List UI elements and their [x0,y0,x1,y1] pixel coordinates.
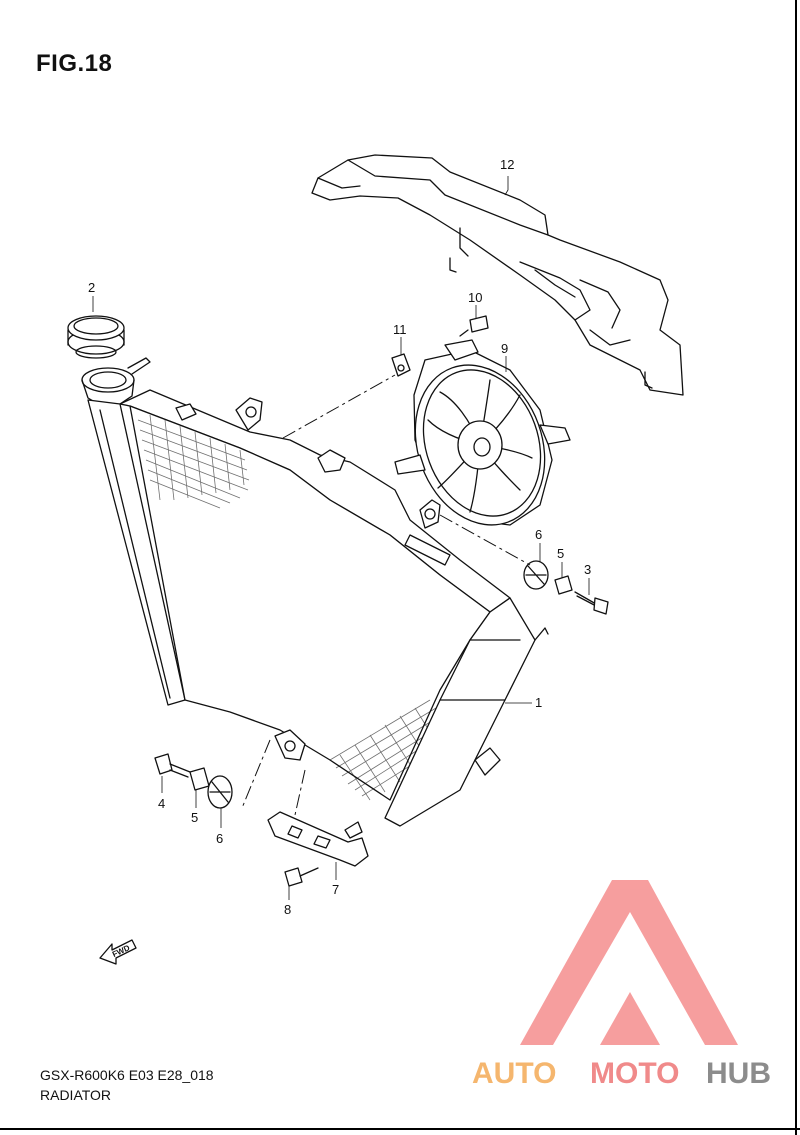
figure-title: FIG.18 [36,50,113,77]
bolt-3 [574,591,609,615]
radiator-core [87,389,549,827]
callout-5-upper: 5 [557,546,564,561]
callout-1: 1 [535,695,542,710]
callout-11: 11 [393,322,407,337]
callout-6-upper: 6 [535,527,542,542]
callout-5-lower: 5 [191,810,198,825]
radiator-cap [67,315,125,359]
watermark-moto: MOTO [590,1057,679,1090]
callout-9: 9 [501,341,508,356]
leader-lines [92,176,590,900]
callout-10: 10 [468,290,482,305]
cooling-fan [394,339,571,526]
callout-12: 12 [500,157,514,172]
bolt-10 [459,315,489,337]
callout-7: 7 [332,882,339,897]
diagram-name: RADIATOR [40,1087,112,1103]
callout-6-lower: 6 [216,831,223,846]
watermark-auto: AUTO [472,1057,556,1090]
callout-4: 4 [158,796,165,811]
bolt-4 [154,753,191,778]
fwd-label: FWD [111,943,132,959]
page-border-right [795,0,797,1135]
watermark-text: AUTO MOTO HUB [472,1057,771,1090]
cushion-6-lower [207,775,233,809]
filler-neck [81,357,151,406]
diagram-model-code: GSX-R600K6 E03 E28_018 [40,1067,214,1083]
callout-3: 3 [584,562,591,577]
collar-5-upper [554,575,573,595]
collar-5-lower [189,767,210,791]
bolt-8 [284,867,319,887]
callout-8: 8 [284,902,291,917]
watermark-hub: HUB [706,1057,771,1090]
assembly-lines [241,374,531,816]
fwd-arrow-icon: FWD [99,939,137,965]
watermark-logo [520,880,738,1045]
nut-11 [391,353,411,377]
radiator-shroud [311,154,684,396]
cushion-6-upper [523,560,549,590]
callout-2: 2 [88,280,95,295]
page-border-bottom [0,1128,800,1130]
bracket-7 [267,811,369,867]
